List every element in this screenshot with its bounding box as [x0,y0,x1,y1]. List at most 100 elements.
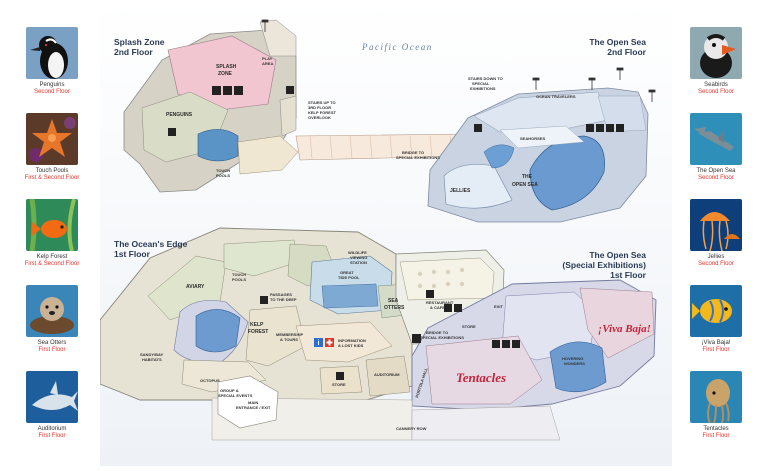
zone-sub2-open-sea-1: 1st Floor [610,270,647,280]
hammerhead-photo-icon [690,113,742,165]
exhibit-name: Seabirds [704,82,728,88]
label-stairs-special-1: STAIRS DOWN TO [468,76,503,81]
sea-otter-photo-icon [26,285,78,337]
open-sea-restroom-icon[interactable] [586,124,624,132]
label-great-2: TIDE POOL [338,275,360,280]
exhibit-floor: First Floor [702,347,730,353]
label-restaurant-2: & CAFE [430,305,445,310]
exhibit-card-seabirds[interactable]: Seabirds Second Floor [686,27,746,96]
label-play: PLAY [262,56,273,61]
exhibit-floor: First Floor [38,347,66,353]
exhibit-card-penguins[interactable]: Penguins Second Floor [22,27,82,96]
shark-photo-icon [26,371,78,423]
exhibit-name: Penguins [39,82,65,88]
label-area: AREA [262,61,273,66]
zone-title-splash: Splash Zone [114,37,165,47]
exhibit-name: Auditorium [37,426,67,432]
label-open-sea: OPEN SEA [512,182,538,188]
open-sea-elevator-icon[interactable] [474,124,482,132]
label-restaurant-1: RESTAURANT [426,300,454,305]
first-aid-icon[interactable] [325,338,334,347]
splash-zone-restroom-icon[interactable] [212,86,243,95]
splash-zone-floor [123,19,299,193]
label-stairs-1: STAIRS UP TO [308,100,336,105]
exhibit-floor: Second Floor [698,175,734,181]
viva-baja-room[interactable] [579,287,655,359]
jellyfish-photo-icon [690,199,742,251]
elevator-icon[interactable] [168,128,176,136]
exhibit-card-open-sea[interactable]: The Open Sea Second Floor [686,113,746,182]
label-main-entrance-1: MAIN [248,400,258,405]
exhibit-name: Sea Otters [37,340,67,346]
aquarium-floor-map: Pacific Ocean [99,0,672,466]
label-sea: SEA [388,298,399,304]
sea-star-photo-icon [26,113,78,165]
exhibit-name: Jellies [707,254,725,260]
exhibit-card-touch-pools[interactable]: Touch Pools First & Second Floor [22,113,82,182]
exhibit-card-kelp-forest[interactable]: Kelp Forest First & Second Floor [22,199,82,268]
label-information-2: & LOST KIDS [338,343,364,348]
label-tentacles: Tentacles [456,370,506,385]
oceans-edge-floor [99,227,413,405]
special-exhibits-restroom-icon[interactable] [492,340,520,348]
bridge-stairs-icon[interactable] [412,334,421,343]
main-entrance-building[interactable] [217,375,279,429]
label-zone: ZONE [218,71,233,77]
zone-subtitle-oceans-edge: 1st Floor [114,249,151,259]
exhibit-name: Touch Pools [35,168,69,174]
kelp-forest-room[interactable] [245,305,307,367]
restaurant-icons[interactable] [426,290,462,312]
exhibit-card-auditorium[interactable]: Auditorium First Floor [22,371,82,440]
exhibit-floor: First & Second Floor [24,175,80,181]
restaurant-room[interactable] [399,257,495,301]
zone-title-oceans-edge: The Ocean's Edge [114,239,188,249]
first-floor-stairs-icon[interactable] [260,296,268,304]
label-aviary: AVIARY [186,284,205,290]
label-sandy-2: HABITATS [142,357,162,362]
seahorses-room[interactable] [499,125,585,149]
label-seahorses: SEAHORSES [520,136,545,141]
information-icon[interactable]: i [314,338,323,347]
svg-text:i: i [318,340,320,347]
label-kelp: KELP [250,322,264,328]
label-otters: OTTERS [384,305,405,311]
label-sandy-1: SANDY/BAY [140,352,164,357]
exhibit-card-sea-otters[interactable]: Sea Otters First Floor [22,285,82,354]
label-touch-up-1: TOUCH [216,168,230,173]
tentacles-room[interactable] [425,335,543,405]
label-wildlife-2: VIEWING [350,255,367,260]
exhibit-floor: First Floor [702,433,730,439]
label-touch-low-1: TOUCH [232,272,246,277]
map-svg: Pacific Ocean [99,0,672,466]
label-exit: EXIT [494,304,503,309]
label-stairs-special-2: SPECIAL [472,81,490,86]
touch-pools-lower[interactable] [223,239,299,277]
exhibit-name: The Open Sea [696,168,736,174]
open-sea-upper-floor [427,87,649,223]
exhibit-card-jellies[interactable]: Jellies Second Floor [686,199,746,268]
store-icon[interactable] [336,372,344,380]
right-exhibit-column: Seabirds Second Floor The Open Sea Secon… [686,0,746,466]
label-bridge-top-2: SPECIAL EXHIBITIONS [396,155,440,160]
exhibit-name: Tentacles [703,426,729,432]
splash-zone-room[interactable] [167,35,277,111]
label-forest: FOREST [248,329,268,335]
exhibit-floor: Second Floor [34,89,70,95]
stairs-icon[interactable] [286,86,294,94]
lobby[interactable] [295,321,393,363]
play-area[interactable] [259,19,297,57]
zone-sub1-open-sea-1: (Special Exhibitions) [562,260,646,270]
exhibit-card-tentacles[interactable]: Tentacles First Floor [686,371,746,440]
jellies-room[interactable] [443,164,513,209]
label-group-1: GROUP & [220,388,239,393]
label-splash: SPLASH [216,64,237,70]
touch-pools-upper[interactable] [237,135,299,175]
label-jellies: JELLIES [450,188,471,194]
kelp-forest-tank [195,309,241,353]
label-ocean-travelers: OCEAN TRAVELERS [536,94,576,99]
exhibit-card-viva-baja[interactable]: ¡Viva Baja! First Floor [686,285,746,354]
exhibit-floor: Second Floor [698,261,734,267]
label-store: STORE [332,382,346,387]
auditorium-room[interactable] [365,355,411,397]
exhibit-name: Kelp Forest [36,254,68,260]
